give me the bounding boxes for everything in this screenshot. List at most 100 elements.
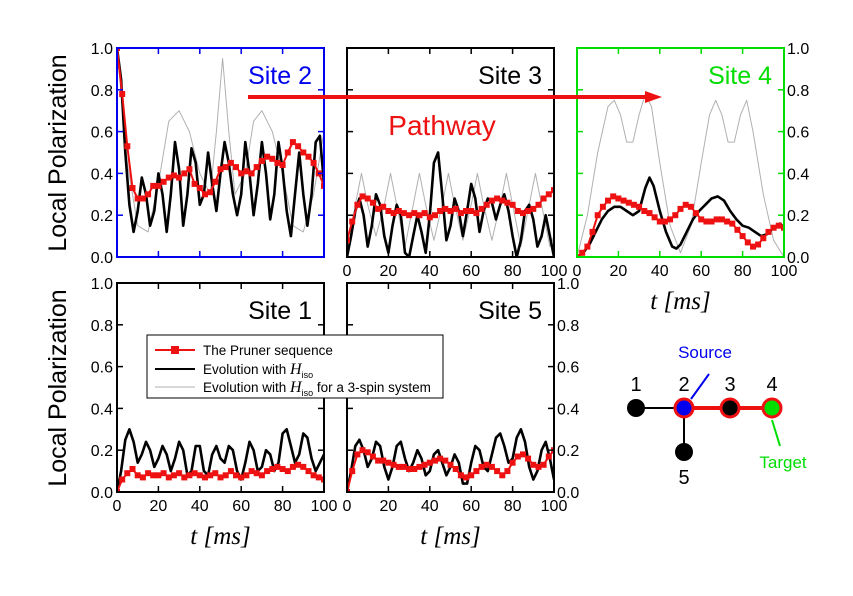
pruner-marker	[468, 472, 475, 479]
node-label-1: 1	[630, 374, 641, 396]
pruner-marker	[442, 457, 449, 464]
pruner-marker	[750, 243, 756, 250]
x-tick-label: 100	[541, 263, 568, 280]
pruner-marker	[170, 472, 177, 479]
node-label-3: 3	[724, 374, 735, 396]
pruner-marker	[375, 457, 382, 464]
pruner-marker	[760, 235, 767, 242]
pruner-marker	[416, 463, 423, 470]
pruner-marker	[310, 159, 317, 166]
x-axis-label: t [ms]	[190, 523, 250, 550]
pruner-marker	[160, 178, 167, 185]
x-tick-label: 0	[113, 498, 122, 515]
x-tick-label: 80	[734, 263, 752, 280]
pruner-marker	[243, 472, 250, 479]
site-label: Site 4	[708, 62, 772, 90]
pruner-marker	[478, 463, 485, 470]
pruner-marker	[227, 468, 234, 475]
pruner-marker	[463, 208, 469, 214]
y-tick-label: 0.0	[787, 250, 809, 267]
pruner-marker	[610, 193, 617, 200]
pruner-marker	[682, 201, 689, 208]
pruner-marker	[636, 203, 643, 210]
pruner-marker	[315, 474, 322, 481]
pruner-marker	[191, 470, 198, 477]
pruner-marker	[488, 463, 495, 470]
pruner-marker	[520, 210, 526, 217]
pruner-marker	[483, 461, 490, 468]
pruner-marker	[117, 48, 120, 51]
pruner-marker	[359, 193, 366, 200]
pruner-marker	[284, 149, 291, 156]
pruner-marker	[349, 218, 356, 225]
iso-evolution-line	[347, 151, 554, 257]
pruner-marker	[390, 210, 397, 217]
pruner-marker	[364, 449, 371, 456]
pruner-marker	[139, 195, 146, 202]
pruner-marker	[509, 459, 516, 466]
pruner-marker	[765, 228, 772, 235]
x-tick-label: 20	[380, 263, 398, 280]
pruner-marker	[289, 463, 296, 470]
pruner-marker	[734, 226, 741, 233]
pruner-marker	[494, 195, 501, 202]
legend-label-iso: Evolution with Hiso	[203, 361, 313, 380]
pruner-marker	[227, 159, 234, 166]
pruner-marker	[615, 195, 622, 202]
pruner-marker	[770, 224, 777, 231]
source-pointer	[690, 373, 710, 400]
pruner-marker	[119, 91, 126, 97]
pruner-marker	[703, 218, 710, 225]
pruner-marker	[145, 191, 152, 198]
pruner-marker	[349, 468, 356, 475]
y-tick-label: 0.4	[557, 401, 579, 418]
pruner-marker	[354, 201, 361, 208]
pruner-marker	[375, 205, 382, 212]
pruner-marker	[499, 472, 506, 479]
pruner-marker	[390, 461, 397, 468]
pruner-marker	[129, 466, 136, 472]
pruner-marker	[545, 453, 552, 460]
pruner-marker	[139, 474, 146, 481]
pruner-marker	[274, 159, 281, 166]
pruner-marker	[406, 212, 413, 219]
y-tick-label: 0.6	[91, 125, 113, 142]
pruner-marker	[662, 218, 668, 225]
spin-node-2	[673, 397, 695, 419]
pruner-marker	[551, 187, 554, 194]
pruner-marker	[284, 468, 291, 475]
pruner-marker	[584, 243, 591, 250]
pruner-marker	[718, 216, 725, 223]
pruner-marker	[478, 205, 485, 212]
pruner-marker	[457, 472, 464, 479]
pruner-marker	[369, 199, 376, 206]
iso-evolution-line	[117, 48, 324, 238]
pruner-marker	[426, 214, 433, 221]
x-tick-label: 60	[462, 498, 480, 515]
pruner-marker	[186, 472, 193, 479]
y-tick-label: 0.0	[557, 485, 579, 502]
pruner-marker	[145, 470, 152, 477]
pruner-marker	[243, 168, 250, 175]
pruner-marker	[300, 149, 307, 156]
pruner-marker	[437, 455, 444, 462]
legend: The Pruner sequence Evolution with Hiso …	[146, 334, 444, 399]
pruner-marker	[656, 218, 663, 225]
y-tick-label: 1.0	[91, 41, 113, 58]
x-tick-label: 40	[651, 263, 669, 280]
pruner-marker	[421, 461, 428, 468]
pruner-marker	[781, 224, 784, 231]
y-tick-label: 0.6	[91, 360, 113, 377]
pruner-marker	[300, 463, 307, 470]
site-label: Site 2	[248, 62, 312, 90]
y-tick-label: 0.8	[557, 318, 579, 335]
pruner-marker	[739, 233, 746, 240]
x-tick-label: 20	[380, 498, 398, 515]
site-label: Site 3	[478, 62, 542, 90]
pruner-marker	[212, 470, 219, 477]
target-pointer	[771, 419, 781, 447]
pruner-marker	[646, 210, 653, 217]
